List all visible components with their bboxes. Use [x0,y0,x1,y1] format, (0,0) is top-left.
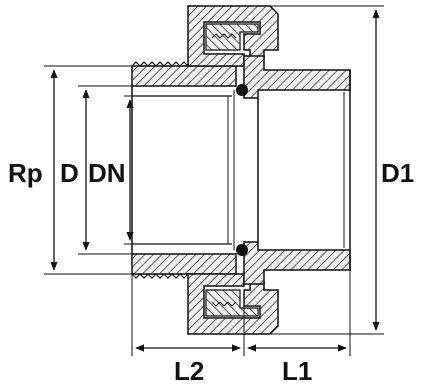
dim-d1 [270,5,384,335]
dim-dn [124,95,134,245]
socket-body-bottom [243,241,351,285]
label-d: D [60,158,79,188]
union-nut-bottom [187,273,279,335]
label-l2: L2 [174,356,204,386]
dim-d [78,85,132,255]
left-bore [131,86,235,254]
union-nut-top [187,5,279,67]
o-ring-bottom-icon [236,244,248,256]
label-l1: L1 [282,356,312,386]
label-dn: DN [88,158,126,188]
label-rp: Rp [8,158,43,188]
o-ring-top-icon [236,84,248,96]
label-d1: D1 [381,158,414,188]
socket-bore [257,70,351,270]
dim-rp [44,65,132,275]
dim-lengths [131,270,351,356]
socket-body-top [243,55,351,99]
